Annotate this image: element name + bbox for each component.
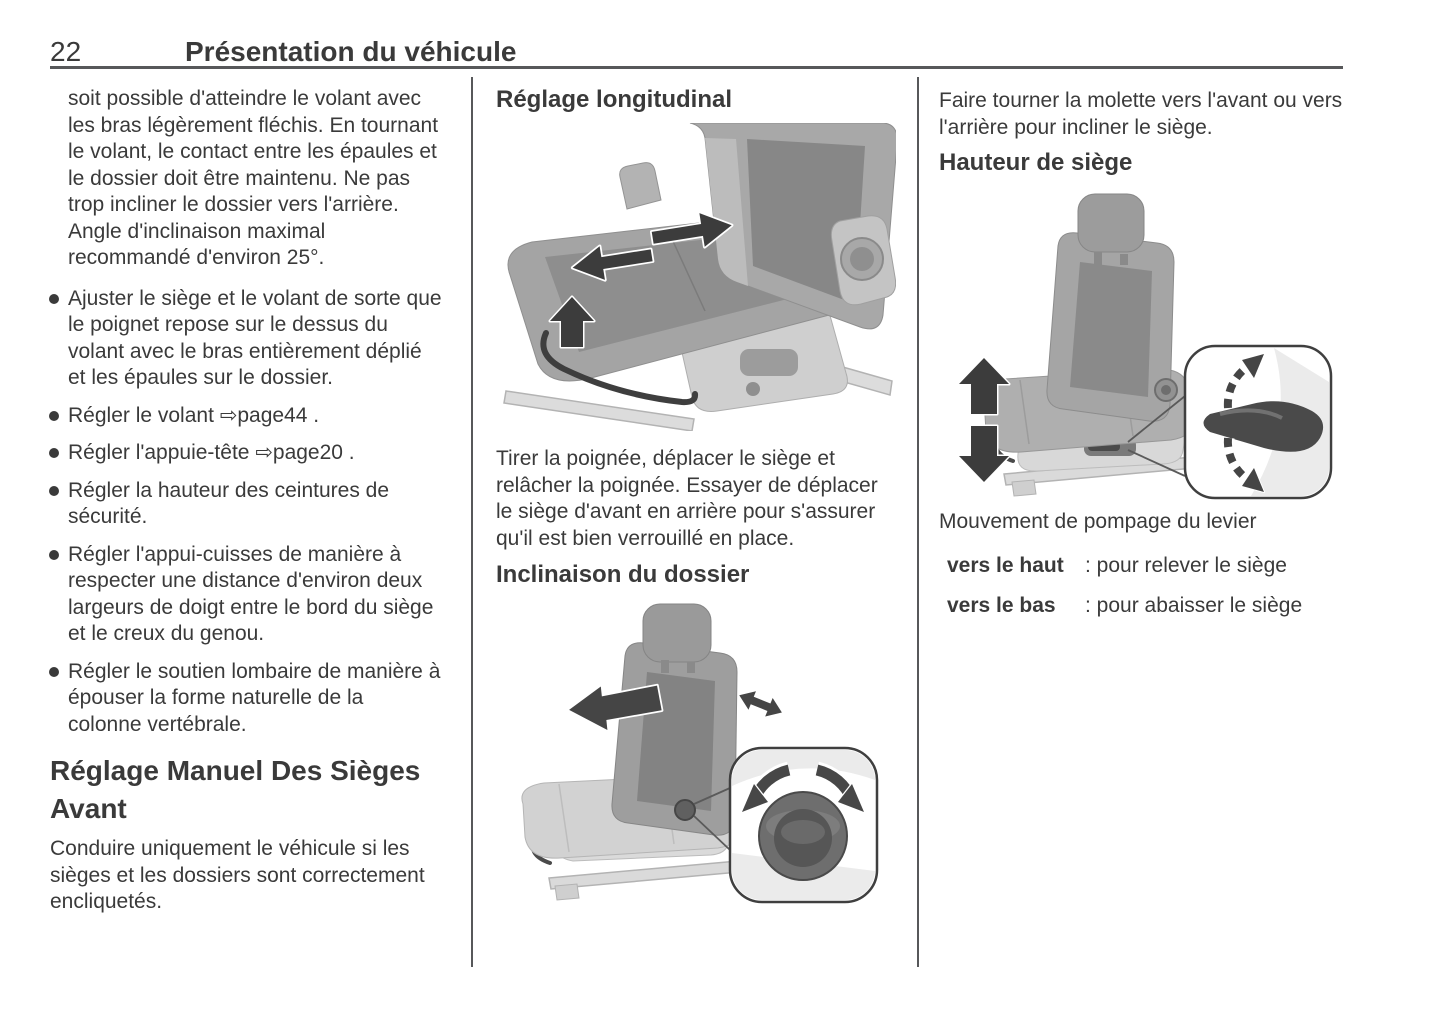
slide-backward-arrow-icon <box>570 244 655 282</box>
bullet-item: Régler l'appuie-tête ⇨page20 . <box>49 440 442 467</box>
lever-inset-detail <box>1203 348 1329 496</box>
pump-down-arrow-icon <box>1241 467 1265 493</box>
left-column: soit possible d'atteindre le volant avec… <box>49 86 452 916</box>
inset-connector-line <box>1127 395 1186 477</box>
bullet-text: Ajuster le siège et le volant de sorte q… <box>68 286 442 390</box>
raise-seat-arrow-icon <box>957 356 1011 416</box>
bullet-text: Régler le volant ⇨page44 . <box>68 403 320 427</box>
chapter-title: Présentation du véhicule <box>185 36 517 67</box>
table-row-up: vers le haut : pour relever le siège <box>947 553 1345 580</box>
rotate-right-arrow-icon <box>836 782 866 814</box>
table-row-down: vers le bas : pour abaisser le siège <box>947 593 1345 620</box>
header-rule <box>50 66 1343 69</box>
bullet-item: Régler l'appui-cuisses de manière à resp… <box>49 542 442 648</box>
slide-forward-arrow-icon <box>649 211 734 249</box>
bullet-text: Régler le soutien lombaire de manière à … <box>68 659 441 736</box>
bullet-text: Régler la hauteur des ceintures de sécur… <box>68 478 390 529</box>
seat-longitudinal-illustration <box>500 123 896 431</box>
lower-seat-arrow-icon <box>957 424 1011 484</box>
column-divider-left <box>471 77 473 967</box>
bullet-item: Ajuster le siège et le volant de sorte q… <box>49 286 442 392</box>
section-paragraph: Conduire uniquement le véhicule si les s… <box>50 837 425 913</box>
direction-label: vers le haut <box>947 554 1064 577</box>
bullet-dot <box>49 448 59 458</box>
pump-lever <box>1203 401 1324 452</box>
recline-double-arrow-icon <box>738 689 784 718</box>
bullet-dot <box>49 485 59 496</box>
section-heading-manual-seat-adjustment: Réglage Manuel Des Sièges Avant <box>50 755 421 824</box>
bullet-dot <box>49 410 59 421</box>
inset-connector-line <box>693 787 731 851</box>
handle-up-arrow-icon <box>548 295 596 349</box>
seat-recline-illustration <box>497 598 897 908</box>
rotate-left-arrow-icon <box>740 782 770 814</box>
recline-knob <box>674 799 696 821</box>
bullet-text: Régler l'appuie-tête ⇨page20 . <box>68 441 355 464</box>
bullet-text: Régler l'appui-cuisses de manière à resp… <box>68 542 434 646</box>
paragraph-tilt: Faire tourner la molette vers l'avant ou… <box>939 89 1343 139</box>
longitudinal-handle <box>540 330 699 406</box>
bullet-dot <box>49 549 59 560</box>
lever-direction-table: vers le haut : pour relever le siège ver… <box>947 553 1345 633</box>
seat-rail <box>503 390 695 431</box>
knob-inset-detail <box>732 750 875 900</box>
heading-longitudinal-adjustment: Réglage longitudinal <box>496 86 733 113</box>
bullet-item: Régler le soutien lombaire de manière à … <box>49 659 442 739</box>
direction-label: vers le bas <box>947 594 1056 617</box>
recline-back-arrow-icon <box>567 683 664 732</box>
page-number: 22 <box>50 36 82 67</box>
bullet-dot <box>49 666 59 677</box>
headrest <box>642 603 712 663</box>
pump-lever-caption: Mouvement de pompage du levier <box>939 510 1257 533</box>
direction-value: : pour relever le siège <box>1085 554 1287 577</box>
column-divider-right <box>917 77 919 967</box>
bullet-item: Régler la hauteur des ceintures de sécur… <box>49 478 442 531</box>
bullet-dot <box>49 293 59 304</box>
intro-paragraph: soit possible d'atteindre le volant avec… <box>68 87 439 269</box>
pump-up-arrow-icon <box>1241 353 1265 379</box>
headrest <box>1077 193 1145 253</box>
heading-seat-height: Hauteur de siège <box>939 149 1133 176</box>
direction-value: : pour abaisser le siège <box>1085 594 1303 617</box>
paragraph-longitudinal: Tirer la poignée, déplacer le siège et r… <box>496 447 878 550</box>
seat-height-illustration <box>938 188 1338 501</box>
bullet-item: Régler le volant ⇨page44 . <box>49 403 442 430</box>
heading-backrest-recline: Inclinaison du dossier <box>496 561 750 588</box>
adjustment-bullet-list: Ajuster le siège et le volant de sorte q… <box>49 286 442 739</box>
